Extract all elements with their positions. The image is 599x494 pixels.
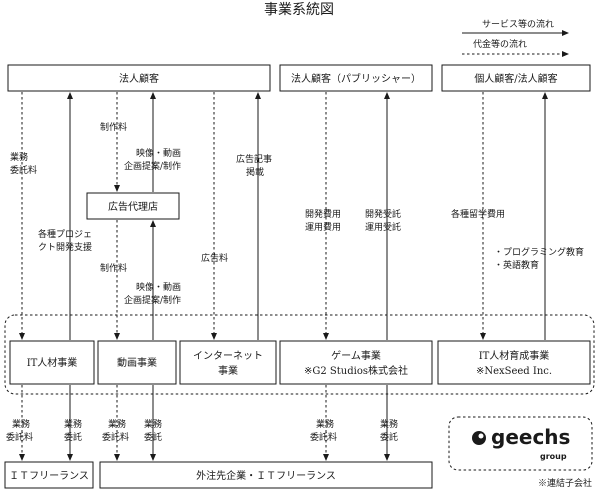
label-outsourcing-fee-a-1: 業務 xyxy=(10,151,28,163)
label-bottom-task-3-1: 業務 xyxy=(380,418,398,430)
logo-mark-icon xyxy=(472,431,486,445)
label-bottom-fee-3-2: 委託料 xyxy=(310,431,337,443)
video-business-box xyxy=(97,340,177,385)
label-outsourcing-fee-a-2: 委託料 xyxy=(10,164,37,176)
label-dev-fee-1: 開発費用 xyxy=(305,208,341,220)
label-dev-contract-2: 運用受託 xyxy=(365,221,401,233)
label-ad-fee: 広告料 xyxy=(201,252,228,264)
label-bottom-task-2-2: 委託 xyxy=(144,431,162,443)
label-project-support-2: クト開発支援 xyxy=(38,241,92,253)
label-bottom-task-1-2: 委託 xyxy=(64,431,82,443)
corporate-customer-box xyxy=(7,64,271,92)
ad-agency-label: 広告代理店 xyxy=(108,200,158,213)
legend-money-label: 代金等の流れ xyxy=(473,38,527,50)
corporate-customer-label: 法人顧客 xyxy=(119,72,159,85)
outsourcing-label: 外注先企業・ＩＴフリーランス xyxy=(196,469,336,482)
footnote: ※連結子会社 xyxy=(538,477,592,489)
legend: サービス等の流れ 代金等の流れ xyxy=(462,18,569,57)
label-bottom-task-1-1: 業務 xyxy=(64,418,82,430)
publisher-customer-label: 法人顧客（パブリッシャー） xyxy=(291,72,421,85)
label-education-2: ・英語教育 xyxy=(494,259,539,271)
ad-agency-box xyxy=(86,192,180,220)
label-bottom-fee-1-1: 業務 xyxy=(12,418,30,430)
logo-name: geechs xyxy=(491,425,570,449)
individual-customer-label: 個人顧客/法人顧客 xyxy=(474,72,557,85)
individual-customer-box xyxy=(441,64,591,92)
label-video-planning-top-1: 映像・動画 xyxy=(136,147,181,159)
game-business-label-1: ゲーム事業 xyxy=(331,349,381,362)
it-training-business-label-1: IT人材育成事業 xyxy=(479,349,550,362)
it-staffing-business-box xyxy=(9,340,95,385)
label-bottom-task-2-1: 業務 xyxy=(144,418,162,430)
label-project-support-1: 各種プロジェ xyxy=(38,228,92,240)
game-business-label-2: ※G2 Studios株式会社 xyxy=(304,364,408,377)
geechs-logo: geechs group xyxy=(472,425,570,461)
outsourcing-box xyxy=(99,461,433,489)
label-bottom-fee-1-2: 委託料 xyxy=(6,431,33,443)
internet-business-label-1: インターネット xyxy=(193,350,263,362)
label-bottom-fee-2-2: 委託料 xyxy=(102,431,129,443)
label-ad-article-2: 掲載 xyxy=(246,166,264,178)
video-business-label: 動画事業 xyxy=(117,356,157,369)
label-bottom-fee-2-1: 業務 xyxy=(108,418,126,430)
label-video-planning-mid-2: 企画提案/制作 xyxy=(124,294,181,306)
logo-box xyxy=(448,416,593,471)
logo-sub: group xyxy=(540,452,567,461)
legend-service-label: サービス等の流れ xyxy=(482,18,554,30)
label-video-planning-top-2: 企画提案/制作 xyxy=(124,160,181,172)
it-training-business-box xyxy=(437,340,591,385)
internet-business-box xyxy=(179,340,277,385)
label-education-1: ・プログラミング教育 xyxy=(494,246,584,258)
publisher-customer-box xyxy=(279,64,433,92)
freelance-label: ＩＴフリーランス xyxy=(9,470,89,482)
game-business-box xyxy=(279,340,433,385)
label-study-fee: 各種留学費用 xyxy=(451,208,505,220)
label-dev-fee-2: 運用費用 xyxy=(305,221,341,233)
internet-business-label-2: 事業 xyxy=(218,364,238,377)
freelance-box xyxy=(4,461,94,489)
label-production-fee-top: 制作料 xyxy=(100,121,127,133)
label-ad-article-1: 広告記事 xyxy=(236,153,272,165)
label-production-fee-mid: 制作料 xyxy=(100,262,127,274)
it-training-business-label-2: ※NexSeed Inc. xyxy=(476,366,552,377)
label-video-planning-mid-1: 映像・動画 xyxy=(136,281,181,293)
logo-mark-inner-icon xyxy=(478,433,484,439)
label-bottom-fee-3-1: 業務 xyxy=(316,418,334,430)
label-bottom-task-3-2: 委託 xyxy=(380,431,398,443)
label-dev-contract-1: 開発受託 xyxy=(365,208,401,220)
it-staffing-business-label: IT人材事業 xyxy=(27,356,78,369)
diagram-title: 事業系統図 xyxy=(264,2,334,18)
